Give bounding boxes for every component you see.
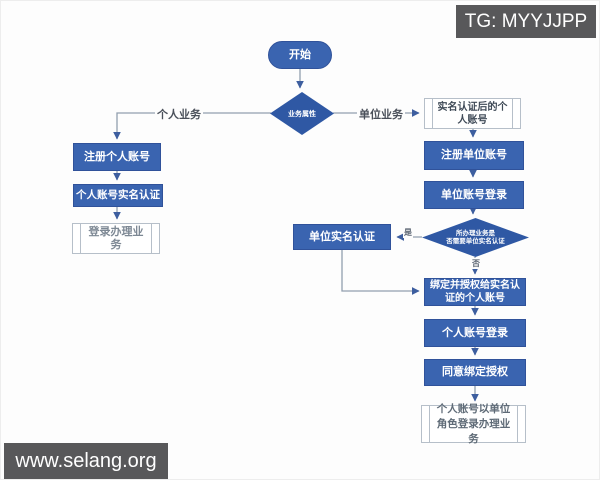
decision2-line1: 所办理业务是 — [456, 229, 495, 237]
node-register-personal: 注册个人账号 — [73, 143, 161, 171]
node-register-personal-label: 注册个人账号 — [84, 150, 150, 163]
edge-label-yes: 是 — [403, 227, 413, 238]
site-watermark-badge: www.selang.org — [4, 443, 168, 479]
node-personal-login: 个人账号登录 — [424, 319, 526, 347]
edge-label-no: 否 — [471, 258, 481, 269]
node-agree-bind: 同意绑定授权 — [424, 359, 526, 386]
node-personal-login-label: 个人账号登录 — [442, 326, 508, 339]
node-unit-realname-label: 单位实名认证 — [309, 230, 375, 243]
node-register-unit: 注册单位账号 — [424, 141, 524, 170]
node-realname-personal-account-label: 实名认证后的个人账号 — [437, 101, 508, 126]
node-register-unit-label: 注册单位账号 — [441, 149, 507, 161]
node-final-login-label: 个人账号以单位角色登录办理业务 — [436, 402, 511, 445]
node-decision-business: 业务属性 — [270, 92, 334, 135]
tg-watermark-badge: TG: MYYJJPP — [456, 5, 596, 38]
edge-label-personal-business: 个人业务 — [155, 106, 203, 122]
node-decision-need-unit-realname: 所办理业务是 否需要单位实名认证 — [422, 218, 529, 257]
decision2-line2: 否需要单位实名认证 — [446, 237, 505, 245]
node-personal-realname: 个人账号实名认证 — [73, 184, 163, 207]
node-login-handle: 登录办理业务 — [72, 223, 160, 254]
node-bind-authorize: 绑定并授权给实名认证的个人账号 — [424, 278, 526, 306]
node-start: 开始 — [268, 41, 332, 69]
node-unit-realname: 单位实名认证 — [293, 224, 391, 250]
node-decision-business-label: 业务属性 — [288, 110, 316, 118]
node-start-label: 开始 — [289, 48, 311, 61]
node-unit-login-label: 单位账号登录 — [441, 188, 507, 201]
node-login-handle-label: 登录办理业务 — [88, 225, 144, 251]
node-personal-realname-label: 个人账号实名认证 — [76, 189, 160, 201]
node-final-login: 个人账号以单位角色登录办理业务 — [421, 403, 526, 445]
edge-label-unit-business: 单位业务 — [357, 106, 405, 122]
node-realname-personal-account: 实名认证后的个人账号 — [424, 98, 521, 129]
node-unit-login: 单位账号登录 — [424, 181, 524, 209]
node-bind-authorize-label: 绑定并授权给实名认证的个人账号 — [430, 280, 520, 304]
edge-unit-realname-to-bind — [341, 250, 420, 295]
node-agree-bind-label: 同意绑定授权 — [442, 366, 508, 378]
